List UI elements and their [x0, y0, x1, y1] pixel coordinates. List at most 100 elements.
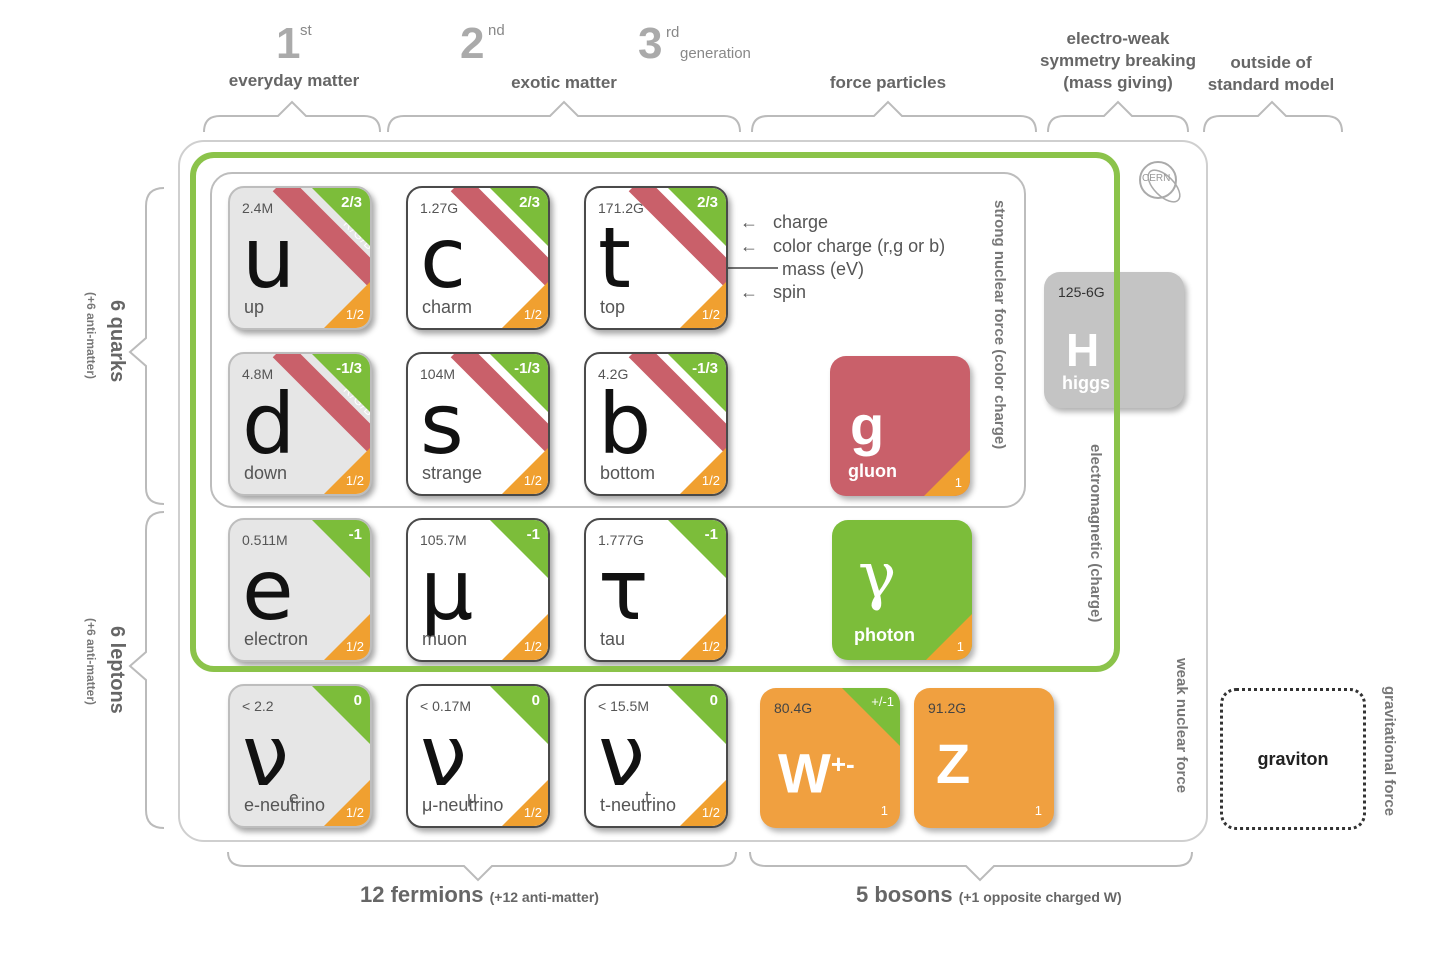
- spin-value: 1/2: [523, 639, 542, 654]
- particle-symbol-sub: t: [644, 787, 652, 807]
- spin-corner: [680, 780, 726, 826]
- ewsb-line-2: symmetry breaking: [1040, 51, 1196, 70]
- charge-corner: [312, 188, 370, 246]
- weak-force-label: weak nuclear force: [1173, 658, 1190, 794]
- particle-name: μ-neutrino: [422, 795, 504, 815]
- higgs-mass: 125-6G: [1058, 284, 1105, 300]
- charge-value: -1: [348, 526, 362, 543]
- spin-corner: [324, 780, 370, 826]
- legend-spin-text: spin: [773, 282, 807, 302]
- spin-corner: [324, 448, 370, 494]
- charge-corner: [312, 520, 370, 578]
- z-boson-card: 91.2G Z 1: [914, 688, 1054, 828]
- charge-value: 2/3: [697, 194, 718, 211]
- arrow-left-icon: ←: [740, 236, 758, 256]
- gen1-number: 1: [276, 19, 301, 68]
- particle-symbol: t: [598, 208, 631, 328]
- charge-value: 0: [531, 692, 540, 709]
- arrow-left-icon: ←: [740, 212, 758, 232]
- photon-spin: 1: [956, 639, 964, 654]
- spin-value: 1/2: [345, 805, 364, 820]
- legend-color: ← color charge (r,g or b): [740, 236, 945, 257]
- spin-corner: [680, 614, 726, 660]
- charge-corner: [668, 188, 726, 246]
- particle-symbol-letter: d: [242, 375, 296, 473]
- graviton-card: graviton: [1220, 688, 1366, 830]
- charge-value: -1/3: [692, 360, 718, 377]
- particle-symbol-letter: μ: [420, 541, 474, 639]
- w-symbol-letter: W: [778, 741, 831, 805]
- charge-value: -1: [526, 526, 540, 543]
- photon-symbol: γ: [858, 539, 897, 613]
- w-symbol: W+-: [778, 734, 855, 804]
- particle-symbol-letter: ν: [420, 707, 467, 805]
- spin-corner: [502, 282, 548, 328]
- gen3-superscript: rd: [666, 24, 680, 41]
- mass-value: 4.8M: [242, 366, 274, 382]
- legend-charge-text: charge: [773, 212, 829, 232]
- spin-corner: [502, 614, 548, 660]
- spin-value: 1/2: [523, 805, 542, 820]
- photon-spin-corner: [926, 614, 972, 660]
- mass-value: 1.27G: [420, 200, 459, 216]
- force-particles-label: force particles: [829, 73, 947, 92]
- spin-corner: [502, 448, 548, 494]
- bosons-sub: (+1 opposite charged W): [958, 889, 1122, 905]
- quarks-sublabel: (+6 anti-matter): [84, 292, 98, 380]
- spin-value: 1/2: [345, 639, 364, 654]
- leptons-label: 6 leptons: [106, 626, 128, 714]
- spin-value: 1/2: [701, 473, 720, 488]
- spin-value: 1/2: [701, 805, 720, 820]
- ewsb-line-1: electro-weak: [1066, 29, 1170, 48]
- spin-value: 1/2: [345, 473, 364, 488]
- particle-symbol: u: [242, 208, 296, 328]
- gen3-number: 3: [638, 19, 663, 68]
- particle-name: t-neutrino: [600, 795, 677, 815]
- particle-name: e-neutrino: [244, 795, 326, 815]
- electromagnetic-frame: [190, 152, 1120, 672]
- cern-logo: CERN: [1136, 158, 1188, 210]
- gen2-number: 2: [460, 19, 485, 68]
- charge-value: 2/3: [341, 194, 362, 211]
- legend-charge: ← charge: [740, 212, 828, 233]
- outside-line-1: outside of: [1230, 53, 1312, 72]
- particle-symbol-letter: u: [242, 209, 296, 307]
- spin-corner: [502, 780, 548, 826]
- particle-name: bottom: [600, 463, 656, 483]
- spin-value: 1/2: [345, 307, 364, 322]
- mass-value: 2.4M: [242, 200, 274, 216]
- mass-value: 171.2G: [598, 200, 644, 216]
- spin-value: 1/2: [701, 307, 720, 322]
- mass-value: 4.2G: [598, 366, 629, 382]
- charge-value: 0: [709, 692, 718, 709]
- gluon-spin: 1: [954, 475, 962, 490]
- w-mass: 80.4G: [774, 700, 813, 716]
- charge-corner: [668, 686, 726, 744]
- particle-symbol-letter: ν: [242, 707, 289, 805]
- particle-symbol-letter: s: [420, 375, 464, 473]
- mass-value: 0.511M: [242, 532, 288, 548]
- w-spin: 1: [880, 803, 888, 818]
- gen1-label: everyday matter: [228, 71, 360, 90]
- particle-symbol-letter: ν: [598, 707, 645, 805]
- charge-corner: [490, 686, 548, 744]
- outside-line-2: standard model: [1207, 75, 1335, 94]
- mass-value: < 2.2: [242, 698, 274, 714]
- particle-name: down: [244, 463, 288, 483]
- w-symbol-sup: +-: [830, 749, 855, 779]
- gen2-label: exotic matter: [511, 73, 617, 92]
- charge-corner: [490, 188, 548, 246]
- charge-corner: [312, 686, 370, 744]
- spin-corner: [680, 282, 726, 328]
- particle-symbol: νt: [598, 706, 652, 826]
- spin-value: 1/2: [701, 639, 720, 654]
- cern-logo-text: CERN: [1142, 173, 1171, 184]
- particle-name: up: [244, 297, 265, 317]
